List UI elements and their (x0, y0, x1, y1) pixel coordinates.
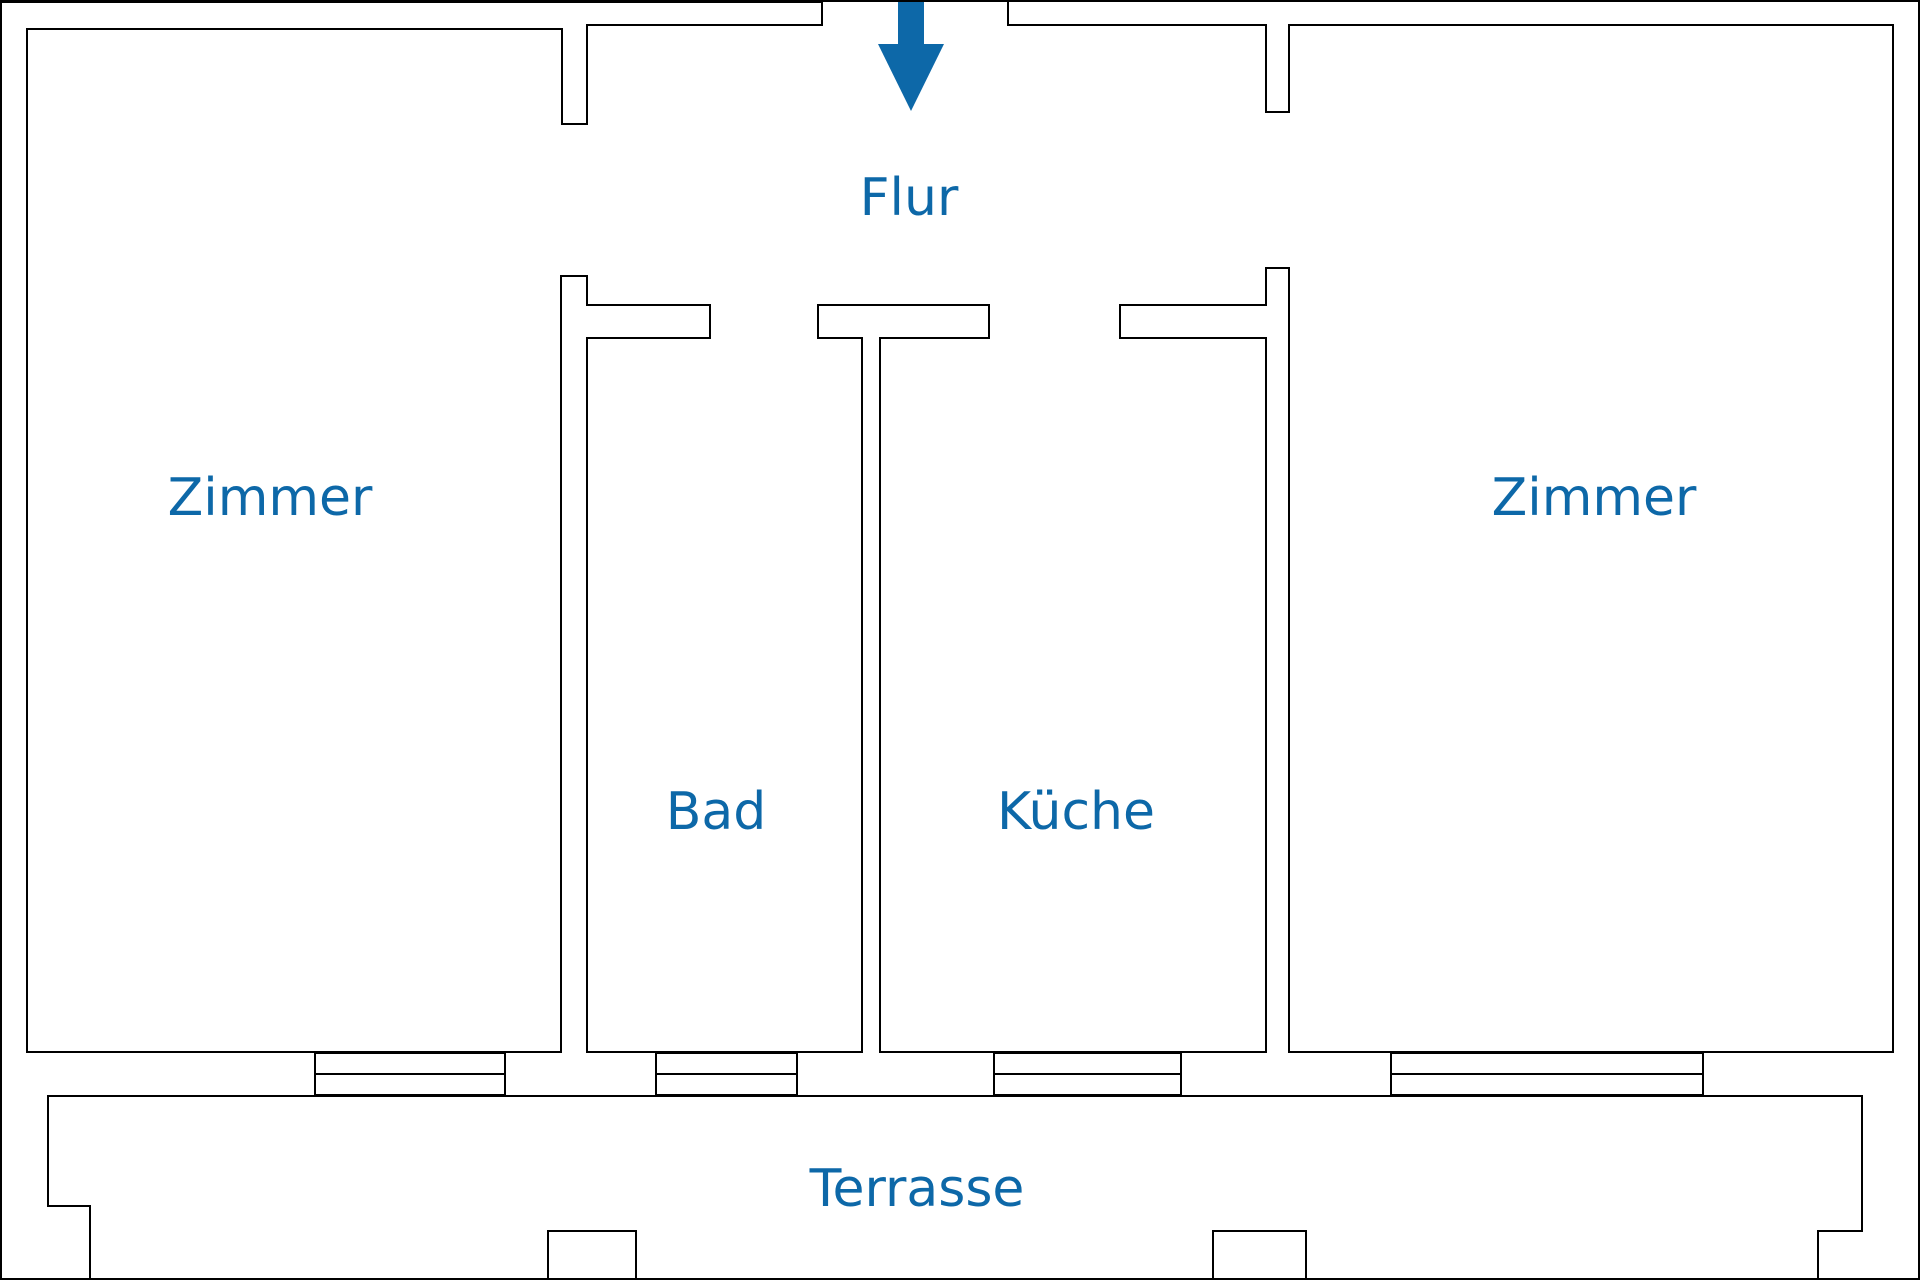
room-label-zimmer-left: Zimmer (168, 468, 373, 528)
room-label-bad: Bad (666, 782, 767, 842)
room-label-flur: Flur (860, 168, 959, 228)
terrace-outline (47, 1095, 1863, 1280)
windows (314, 1052, 1704, 1096)
terrace-post-right (1212, 1230, 1307, 1280)
top-wall-left (0, 0, 1894, 1053)
terrace-post-left (547, 1230, 637, 1280)
room-label-zimmer-right: Zimmer (1492, 468, 1697, 528)
room-label-terrasse: Terrasse (809, 1159, 1025, 1219)
room-label-kueche: Küche (997, 782, 1155, 842)
arrow-down-icon (878, 2, 944, 111)
